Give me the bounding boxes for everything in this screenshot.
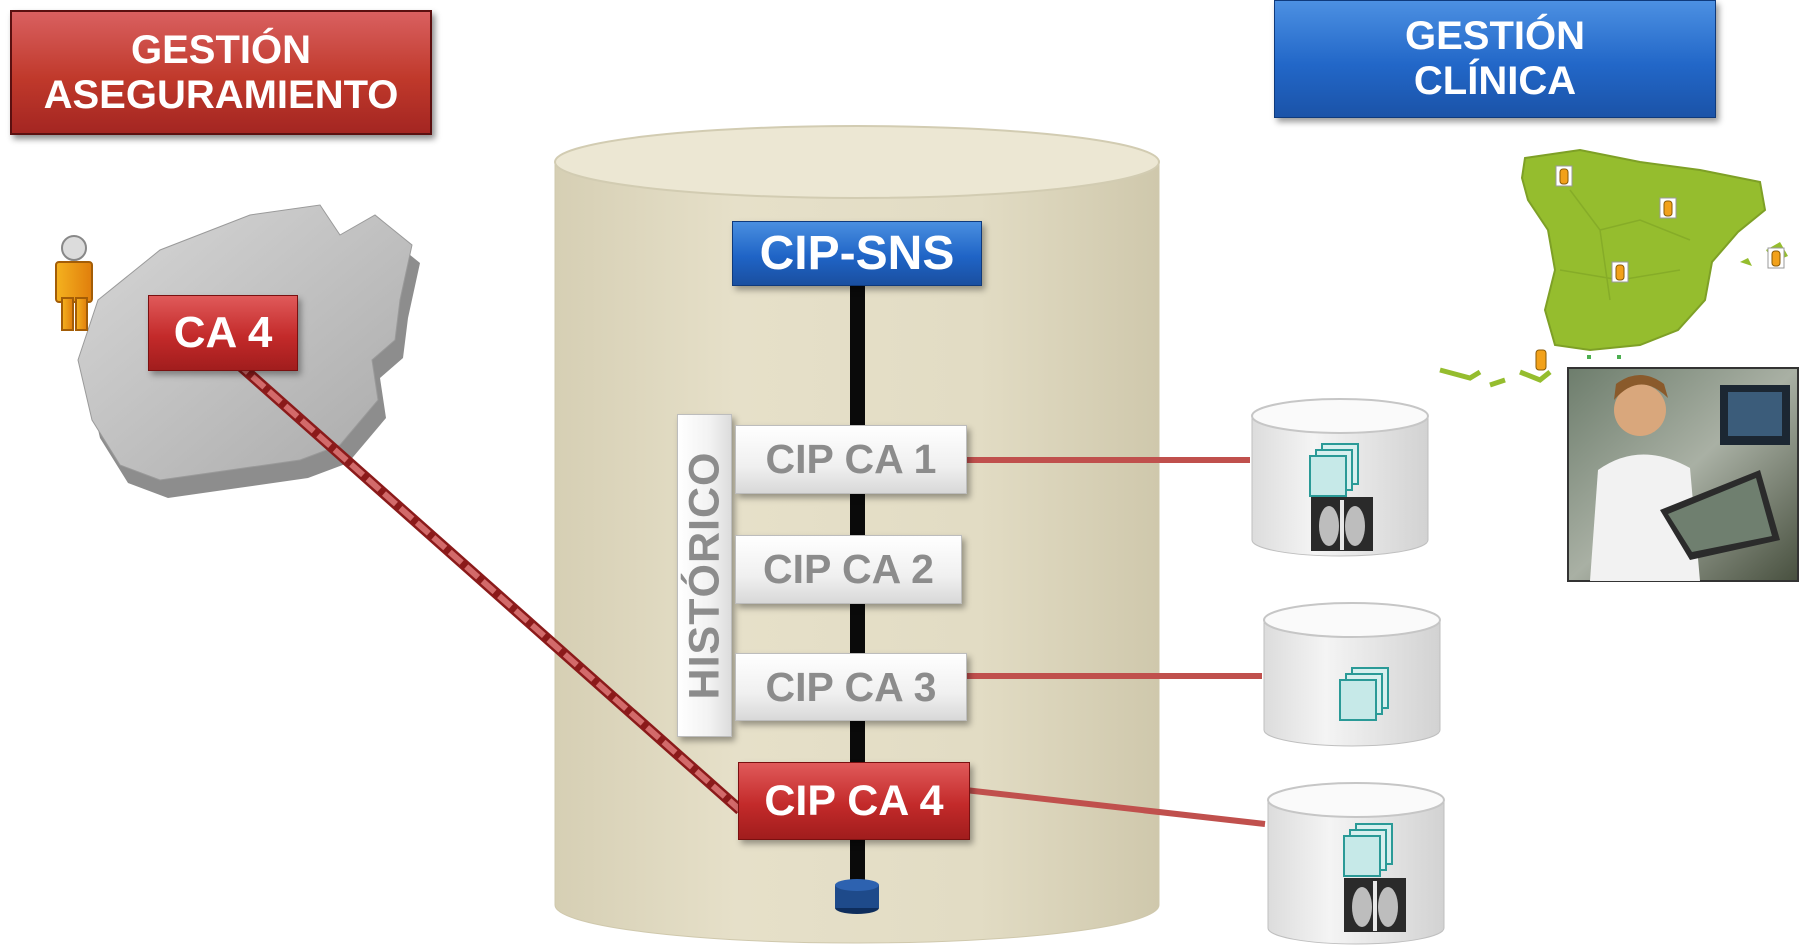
document-icon [1343,823,1393,877]
cip-entry-ca4: CIP CA 4 [738,762,970,840]
link-ca4 [964,787,1266,827]
doctor-photo [1567,367,1799,582]
historico-label-text: HISTÓRICO [680,451,728,700]
cip-entry-ca3-text: CIP CA 3 [765,663,937,710]
spain-map [1439,148,1788,388]
person-icon [55,235,93,331]
cip-entry-ca2: CIP CA 2 [735,535,962,604]
header-clinica-line2: CLÍNICA [1413,59,1577,103]
document-icon [1339,667,1389,721]
cip-entry-ca1: CIP CA 1 [735,425,967,494]
cip-entry-ca1-text: CIP CA 1 [765,436,937,482]
cip-entry-ca2-text: CIP CA 2 [763,546,934,592]
cip-entry-ca3: CIP CA 3 [735,653,967,721]
location-marker-icons [1535,165,1785,371]
cip-sns-title-text: CIP-SNS [759,227,955,280]
xray-icon [1311,497,1373,551]
region-label: CA 4 [148,295,298,371]
header-clinica: GESTIÓN CLÍNICA [1274,0,1716,118]
header-aseguramiento: GESTIÓN ASEGURAMIENTO [10,10,432,135]
header-clinica-line1: GESTIÓN [1404,14,1586,59]
document-icon [1309,443,1359,497]
region-link-dashed [232,357,744,815]
historico-label: HISTÓRICO [677,414,732,737]
header-aseguramiento-line2: ASEGURAMIENTO [43,72,399,117]
cip-sns-title: CIP-SNS [732,221,982,286]
cip-entry-ca4-text: CIP CA 4 [764,776,944,825]
region-label-text: CA 4 [173,308,273,357]
backbone-terminator [835,879,879,914]
xray-icon [1344,878,1406,932]
header-aseguramiento-line1: GESTIÓN [130,27,312,72]
